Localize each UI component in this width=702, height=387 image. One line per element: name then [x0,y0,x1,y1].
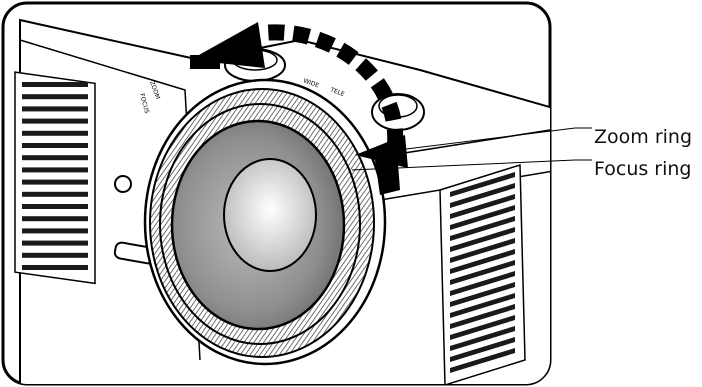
vent-slat [22,265,88,270]
lens-center [224,159,316,271]
vent-slat [22,228,88,233]
zoom-ring-label: Zoom ring [594,128,692,147]
right-vent-grille [440,165,525,385]
ir-sensor-icon [115,176,131,192]
vent-slat [22,192,88,197]
vent-slat [22,155,88,160]
focus-ring-label: Focus ring [594,160,692,179]
vent-slat [22,131,88,136]
vent-slat [22,241,88,246]
vent-slat [22,106,88,111]
vent-slat [22,82,88,87]
vent-slat [22,119,88,124]
vent-slat [22,94,88,99]
vent-slat [22,143,88,148]
left-vent-grille [15,72,95,283]
lens-assembly [145,80,385,364]
vent-slat [22,180,88,185]
vent-slat [22,167,88,172]
vent-slat [22,253,88,258]
vent-slat [22,216,88,221]
vent-slat [22,204,88,209]
